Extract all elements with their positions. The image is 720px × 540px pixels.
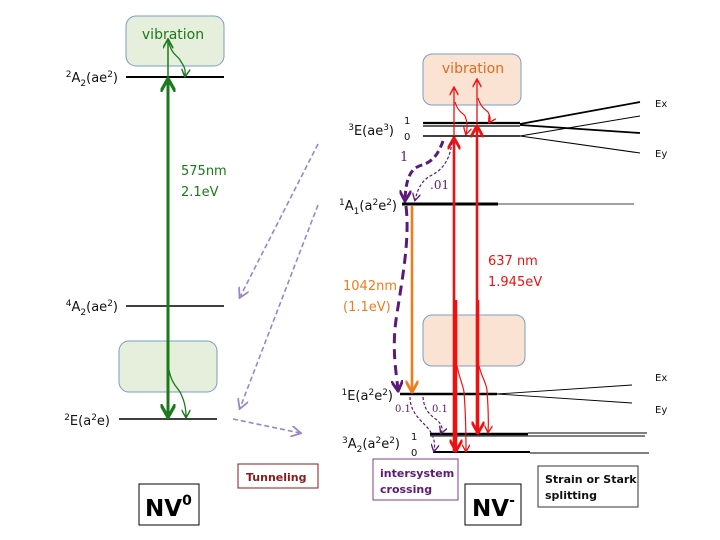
isc-rate-1E-right: 0.1 [432,404,448,415]
nvm-3E-ms0-label: 0 [404,132,410,143]
isc-strong-3E-to-1A1 [405,140,445,200]
nvm-vib-relax-lower-2 [478,365,488,432]
isc-1A1-to-1E [394,205,409,390]
nvm-vib-relax-lower-1 [456,365,466,451]
nvm-3E-split-line [519,101,641,125]
isc-label-line2: crossing [380,483,432,496]
tunneling-label-box [237,463,319,489]
nv0-vibration-label: vibration [142,27,204,43]
isc-rate-weak: .01 [430,178,449,192]
nvm-ir-transition-nm: 1042nm [343,279,397,294]
nvm-label: NV- [472,493,515,522]
nvm-3E-Ex-label: Ex [655,99,667,110]
nvm-level-label-3A2: 3A2(a2e2) [342,436,400,455]
nvm-3A2-ms1-label: 1 [411,432,417,443]
nvm-red-transition-ev: 1.945eV [488,275,542,290]
nvm-1E-split-line [496,384,633,395]
nvm-1E-Ey-label: Ey [655,405,667,416]
nvm-level-label-1A1: 1A1(a2e2) [339,198,397,217]
nvm-3E-split-line [519,124,641,134]
nv0-vib-relax-lower [168,369,186,417]
isc-1E-to-3A2-ms0 [409,396,435,451]
nv0-level-label-4A2: 4A2(ae2) [66,299,118,318]
nv0-transition-ev: 2.1eV [181,185,219,200]
nvm-3A2-ms0-label: 0 [411,448,417,459]
nvm-vib-relax-upper-2 [477,97,490,122]
nvm-ir-transition-ev: (1.1eV) [343,300,391,315]
nvm-vibration-box-lower [422,314,526,367]
isc-rate-strong: 1 [400,150,408,165]
nv0-vibration-box-upper [125,15,225,67]
strain-label-line2: splitting [545,489,597,502]
nv0-level-label-2E: 2E(a2e) [64,413,110,429]
nvm-vibration-label: vibration [442,61,504,77]
isc-rate-1E-left: 0.1 [395,404,411,415]
nvm-3E-split-line [519,135,641,154]
nvm-1E-Ex-label: Ex [655,373,667,384]
nvm-3E-Ey-label: Ey [655,149,667,160]
nvm-label-box [464,483,522,526]
nvm-vib-relax-upper-1 [454,101,467,134]
tunneling-arrow-3 [232,418,300,433]
tunneling-arrow-2 [240,204,319,408]
nv0-vib-relax-upper [168,42,185,76]
nv0-transition-nm: 575nm [181,164,227,179]
strain-label-box [537,465,639,508]
nvm-1E-split-line [496,393,633,404]
isc-weak-3E-to-1A1 [415,141,453,200]
nv0-label-box [138,483,200,526]
nvm-3E-split-line [519,115,641,137]
isc-label-box [372,458,459,501]
nvm-level-label-3E: 3E(ae3) [348,123,394,139]
tunneling-arrow-1 [240,143,319,297]
nvm-3E-ms1-label: 1 [404,116,410,127]
nv0-label: NV0 [145,493,192,522]
nvm-vibration-box-upper [422,53,522,106]
nvm-red-transition-nm: 637 nm [488,254,538,269]
nv0-level-label-2A2: 2A2(ae2) [66,70,118,89]
tunneling-label: Tunneling [246,471,307,484]
isc-1E-to-3A2-ms1 [422,396,442,433]
isc-label-line1: intersystem [380,467,454,480]
strain-label-line1: Strain or Stark [545,473,637,486]
nvm-level-label-1E: 1E(a2e2) [341,388,393,404]
